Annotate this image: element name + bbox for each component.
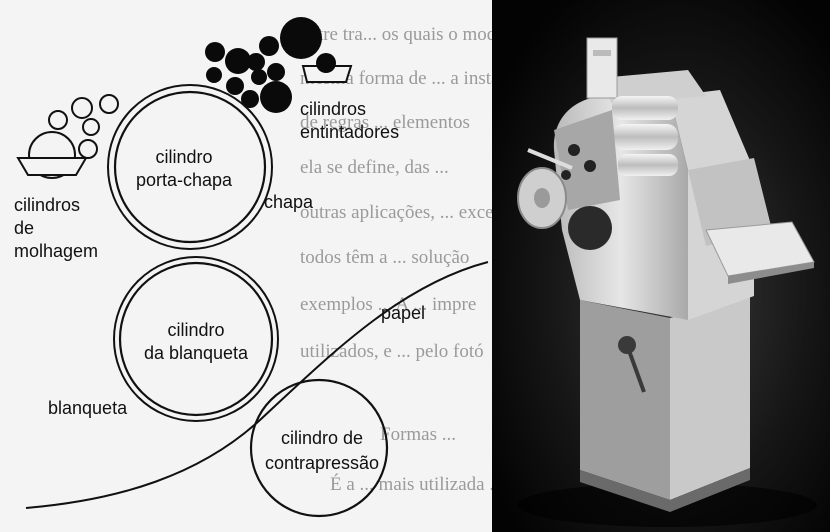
ink-roller <box>267 63 285 81</box>
ink-roller <box>205 42 225 62</box>
ink-fountain-label <box>593 50 611 56</box>
dampening-roller <box>72 98 92 118</box>
ink-fountain <box>587 38 617 98</box>
handwheel-hub <box>534 188 550 208</box>
label-dampening-rollers: cilindros <box>14 195 80 215</box>
cylinder-opening <box>568 206 612 250</box>
label-impression-cylinder: contrapressão <box>265 453 379 473</box>
label-plate-cylinder: cilindro <box>155 147 212 167</box>
knob <box>584 160 596 172</box>
impression-cylinder <box>251 380 387 516</box>
label-plate: chapa <box>264 192 314 212</box>
label-impression-cylinder: cilindro de <box>281 428 363 448</box>
bg-text-line: Formas ... <box>380 424 456 445</box>
water-trough <box>18 158 86 175</box>
ink-roller <box>226 77 244 95</box>
press-base <box>580 300 670 500</box>
ink-roller <box>259 36 279 56</box>
roller <box>612 124 678 150</box>
ink-roller <box>260 81 292 113</box>
ink-roller <box>206 67 222 83</box>
background-page-text: entre tra... os quais o modelo atu mesma… <box>300 24 492 495</box>
label-blanket-cylinder: cilindro <box>167 320 224 340</box>
ink-roller <box>251 69 267 85</box>
bg-text-line: É a ... mais utilizada ... <box>330 473 492 495</box>
label-dampening-rollers: de <box>14 218 34 238</box>
press-base-side <box>670 296 750 500</box>
label-blanket: blanqueta <box>48 398 128 418</box>
ink-roller <box>316 53 336 73</box>
knob <box>561 170 571 180</box>
label-ink-rollers: cilindros <box>300 99 366 119</box>
plate-cylinder <box>115 92 265 242</box>
bg-text-line: todos têm a ... solução <box>300 247 469 268</box>
label-paper: papel <box>381 303 425 323</box>
offset-press-photo <box>492 0 830 532</box>
bg-text-line: entre tra... os quais o modelo atu <box>300 24 492 45</box>
plate <box>108 85 272 249</box>
offset-press-diagram: entre tra... os quais o modelo atu mesma… <box>0 0 492 532</box>
dampening-roller <box>49 111 67 129</box>
roller <box>618 154 678 176</box>
dampening-roller <box>83 119 99 135</box>
label-plate-cylinder: porta-chapa <box>136 170 233 190</box>
ink-roller <box>225 48 251 74</box>
label-blanket-cylinder: da blanqueta <box>144 343 249 363</box>
label-ink-rollers: entintadores <box>300 122 399 142</box>
dampening-roller <box>100 95 118 113</box>
dampening-roller <box>79 140 97 158</box>
bg-text-line: ela se define, das ... <box>300 157 449 178</box>
bg-text-line: outras aplicações, ... excessivos <box>300 202 492 223</box>
ink-roller <box>280 17 322 59</box>
roller <box>612 96 678 120</box>
label-dampening-rollers: molhagem <box>14 241 98 261</box>
knob <box>568 144 580 156</box>
